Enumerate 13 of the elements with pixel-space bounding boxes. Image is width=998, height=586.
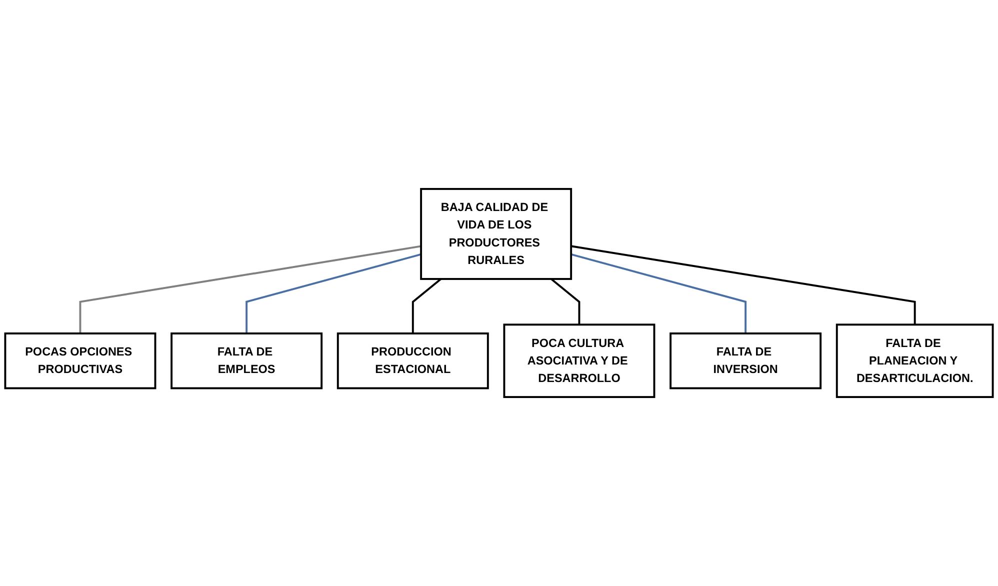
node-box: FALTA DE INVERSION [670, 332, 822, 390]
connector [570, 253, 747, 334]
connector [412, 278, 442, 334]
connector [550, 278, 580, 325]
connector [79, 245, 422, 334]
node-box: FALTA DE PLANEACION Y DESARTICULACION. [836, 324, 994, 398]
node-box: POCAS OPCIONES PRODUCTIVAS [4, 332, 156, 390]
connector [570, 245, 916, 325]
node-box: BAJA CALIDAD DE VIDA DE LOS PRODUCTORES RURALES [420, 188, 572, 280]
node-box: FALTA DE EMPLEOS [170, 332, 323, 390]
connector [246, 253, 422, 334]
node-box: POCA CULTURA ASOCIATIVA Y DE DESARROLLO [503, 324, 656, 398]
node-box: PRODUCCION ESTACIONAL [336, 332, 489, 390]
